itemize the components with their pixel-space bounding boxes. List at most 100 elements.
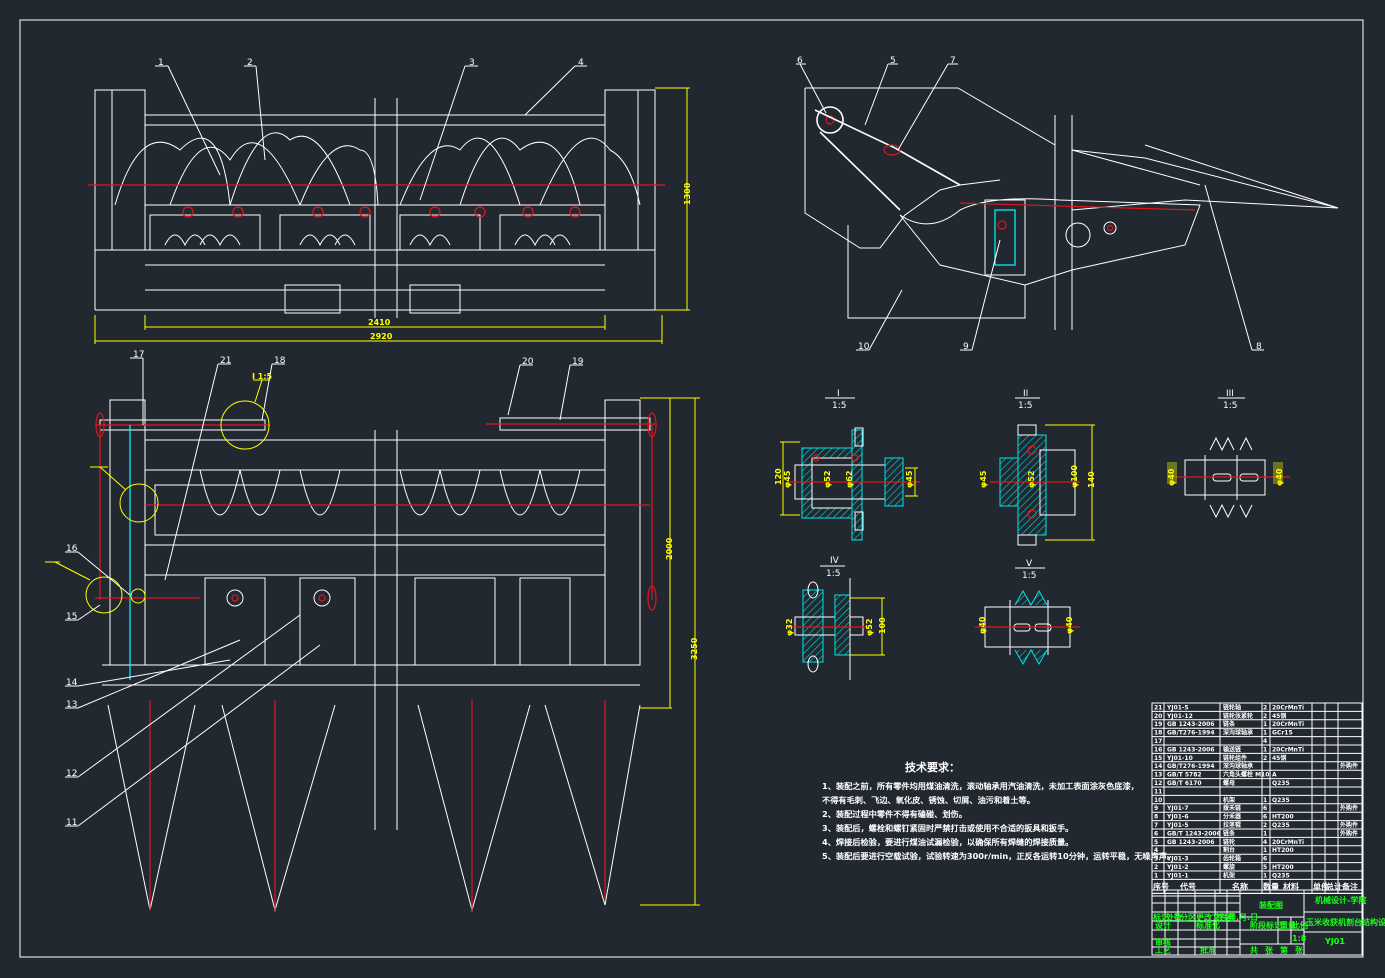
svg-text:12: 12 <box>66 769 77 779</box>
svg-text:φ45: φ45 <box>783 470 792 488</box>
bom-cell: GB/T276-1994 <box>1167 730 1215 737</box>
svg-text:更改文件号: 更改文件号 <box>1196 912 1236 922</box>
bom-cell: 13 <box>1154 772 1162 779</box>
bom-cell: GB/T 6170 <box>1167 780 1202 787</box>
bom-cell: 4 <box>1263 839 1267 846</box>
svg-text:张: 张 <box>1265 946 1274 955</box>
bom-header-cell: 总计 <box>1326 881 1342 891</box>
bom-cell: 6 <box>1154 830 1158 837</box>
svg-text:φ32: φ32 <box>785 619 794 636</box>
balloon-3: 3 <box>419 58 478 201</box>
product-name: 玉米收获机割台结构设计 <box>1306 917 1385 927</box>
svg-text:不得有毛刺、飞边、氧化皮、锈蚀、切屑、油污和着土等。: 不得有毛刺、飞边、氧化皮、锈蚀、切屑、油污和着土等。 <box>822 795 1035 805</box>
balloon-5: 5 <box>864 56 898 126</box>
bom-cell: 2 <box>1154 864 1158 871</box>
svg-text:1:5: 1:5 <box>832 401 846 411</box>
bom-cell: 17 <box>1154 738 1162 745</box>
bom-cell: 深沟球轴承 <box>1223 729 1253 737</box>
bom-cell: 45钢 <box>1272 754 1286 762</box>
svg-text:120: 120 <box>774 468 783 485</box>
tech-title: 技术要求： <box>905 760 960 774</box>
bom-cell: 11 <box>1154 788 1162 795</box>
bom-cell: 链条 <box>1223 829 1236 837</box>
balloon-14: 14 <box>65 659 231 688</box>
bom-header-cell: 材料 <box>1283 881 1299 891</box>
svg-text:20: 20 <box>522 357 534 367</box>
bom-cell: HT200 <box>1272 847 1294 854</box>
balloon-12: 12 <box>65 614 301 779</box>
svg-text:8: 8 <box>1256 342 1262 352</box>
bom-cell: 六角头螺栓 M10 <box>1223 771 1269 779</box>
bom-cell: YJ01-1 <box>1166 872 1189 879</box>
bom-cell: 18 <box>1154 730 1162 737</box>
svg-text:φ52: φ52 <box>1027 471 1036 488</box>
svg-text:1、装配之前，所有零件均用煤油清洗，滚动轴承用汽油清洗，未加: 1、装配之前，所有零件均用煤油清洗，滚动轴承用汽油清洗，未加工表面涂灰色底漆， <box>822 781 1139 791</box>
balloon-20: 20 <box>507 357 534 416</box>
bom-cell: 链轮 <box>1223 838 1235 846</box>
bom-cell: 螺旋 <box>1223 863 1235 871</box>
balloon-1: 1 <box>155 58 221 176</box>
svg-text:φ40: φ40 <box>978 616 987 634</box>
bom-cell: 外购件 <box>1339 829 1358 837</box>
svg-text:13: 13 <box>66 700 77 710</box>
bom-cell: HT200 <box>1272 814 1294 821</box>
svg-text:19: 19 <box>572 357 584 367</box>
detail-callout-IV <box>85 576 123 614</box>
svg-text:3、装配后，螺栓和螺钉紧固时严禁打击或使用不合适的扳具和扳手: 3、装配后，螺栓和螺钉紧固时严禁打击或使用不合适的扳具和扳手。 <box>822 823 1073 833</box>
svg-text:1:5: 1:5 <box>1018 401 1032 411</box>
bom-cell: 割台 <box>1223 846 1235 854</box>
detail-callout-III <box>130 588 146 604</box>
dim-height-front-1: 2000 <box>665 537 674 560</box>
dim-overall-width: 2920 <box>370 332 393 341</box>
bom-header-cell: 备注 <box>1341 881 1358 891</box>
bom-cell: 1 <box>1263 746 1267 753</box>
bom-cell: Q235 <box>1272 872 1290 879</box>
balloon-15: 15 <box>65 604 101 622</box>
bom-cell: 拨禾链 <box>1223 804 1242 812</box>
svg-text:φ45: φ45 <box>979 470 988 488</box>
bom-cell: GB/T 5782 <box>1167 772 1202 779</box>
bom-cell: Q235 <box>1272 780 1290 787</box>
svg-text:140: 140 <box>1087 471 1096 488</box>
svg-text:标准化: 标准化 <box>1195 920 1220 930</box>
bom-cell: 1 <box>1263 797 1267 804</box>
svg-text:签名: 签名 <box>1215 912 1232 922</box>
bom-cell: YJ01-3 <box>1166 856 1189 863</box>
bom-cell: GB 1243-2006 <box>1167 746 1214 753</box>
svg-text:15: 15 <box>66 612 77 622</box>
technical-requirements: 技术要求： 1、装配之前，所有零件均用煤油清洗，滚动轴承用汽油清洗，未加工表面涂… <box>822 760 1175 861</box>
svg-text:比例: 比例 <box>1292 920 1308 930</box>
bom-cell: 齿轮箱 <box>1223 855 1241 863</box>
bom-header-cell: 单件 <box>1313 881 1329 891</box>
balloon-11: 11 <box>65 644 321 828</box>
bom-cell: 9 <box>1154 805 1158 812</box>
bom-cell: GCr15 <box>1272 730 1293 737</box>
bom-cell: 链轮张紧轮 <box>1223 712 1253 720</box>
bom-cell: 5 <box>1154 839 1158 846</box>
bom-cell: 21 <box>1154 704 1162 711</box>
bom-cell: 2 <box>1263 822 1267 829</box>
svg-text:审核: 审核 <box>1155 937 1171 947</box>
bom-header-cell: 名称 <box>1232 881 1248 891</box>
drawing-name: 装配图 <box>1258 900 1283 910</box>
svg-text:1:5: 1:5 <box>1022 571 1036 581</box>
bom-cell: GB 1243-2006 <box>1167 839 1214 846</box>
svg-text:标记: 标记 <box>1152 912 1169 922</box>
side-view: 6 5 7 10 9 8 <box>796 56 1339 352</box>
bom-cell: YJ01-10 <box>1166 755 1193 762</box>
bom-cell: 机架 <box>1223 796 1235 804</box>
svg-text:4、焊接后检验，要进行煤油试漏检验，以确保所有焊缝的焊接质量: 4、焊接后检验，要进行煤油试漏检验，以确保所有焊缝的焊接质量。 <box>822 837 1073 847</box>
svg-text:φ45: φ45 <box>905 470 914 488</box>
svg-text:批准: 批准 <box>1200 945 1216 955</box>
svg-text:φ52: φ52 <box>823 471 832 488</box>
bom-cell: 2 <box>1263 755 1267 762</box>
